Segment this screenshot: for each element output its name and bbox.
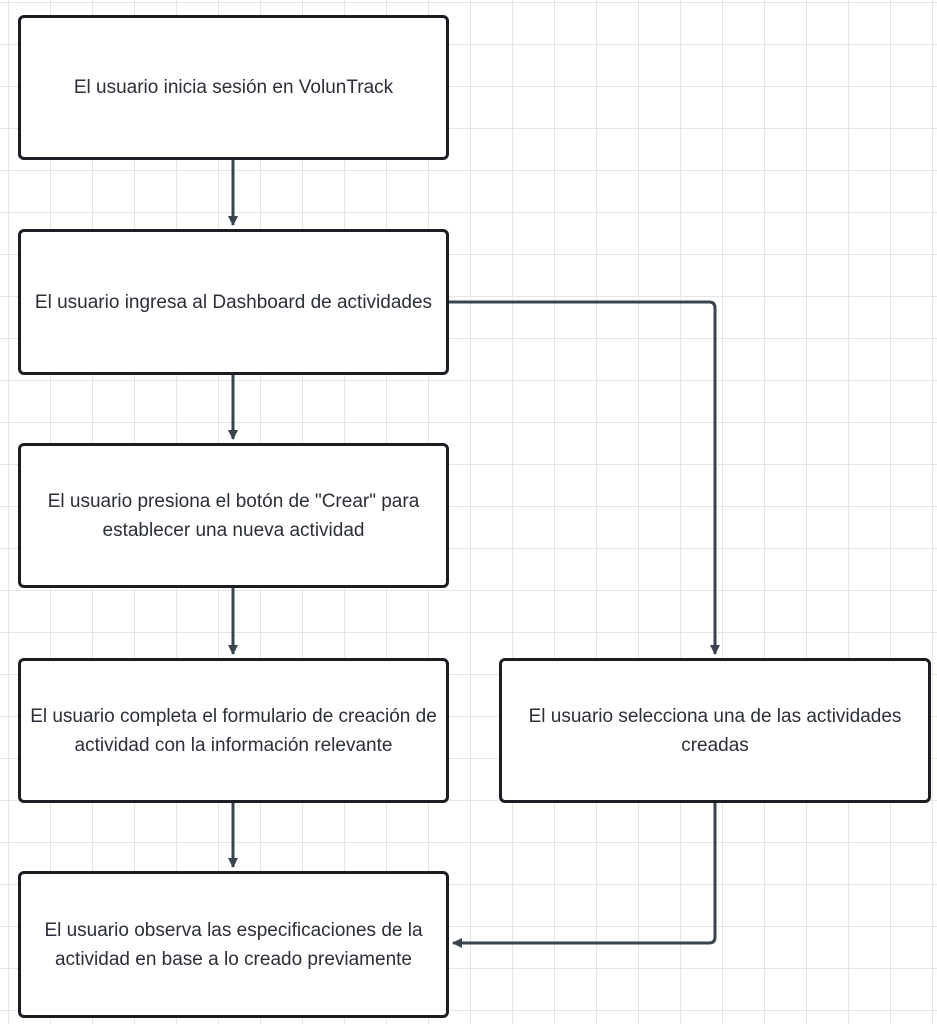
flow-node-press-create[interactable]: El usuario presiona el botón de "Crear" … <box>18 443 449 588</box>
edge-node-5-to-node-6 <box>452 803 717 948</box>
flow-node-label: El usuario ingresa al Dashboard de activ… <box>34 291 433 313</box>
flow-node-label: El usuario inicia sesión en VolunTrack <box>73 77 394 98</box>
flow-node-select-activity[interactable]: El usuario selecciona una de las activid… <box>499 658 931 803</box>
flow-node-label: El usuario selecciona una de las activid… <box>528 705 902 756</box>
flow-node-label: El usuario presiona el botón de "Crear" … <box>47 490 420 541</box>
flow-node-label: El usuario observa las especificaciones … <box>44 919 423 970</box>
flow-node-complete-form[interactable]: El usuario completa el formulario de cre… <box>18 658 449 803</box>
flow-node-dashboard[interactable]: El usuario ingresa al Dashboard de activ… <box>18 229 449 375</box>
edge-node-2-to-node-5 <box>449 300 720 655</box>
flow-node-label: El usuario completa el formulario de cre… <box>30 705 437 756</box>
flow-node-view-specifications[interactable]: El usuario observa las especificaciones … <box>18 871 449 1018</box>
flow-node-login[interactable]: El usuario inicia sesión en VolunTrack <box>18 15 449 160</box>
